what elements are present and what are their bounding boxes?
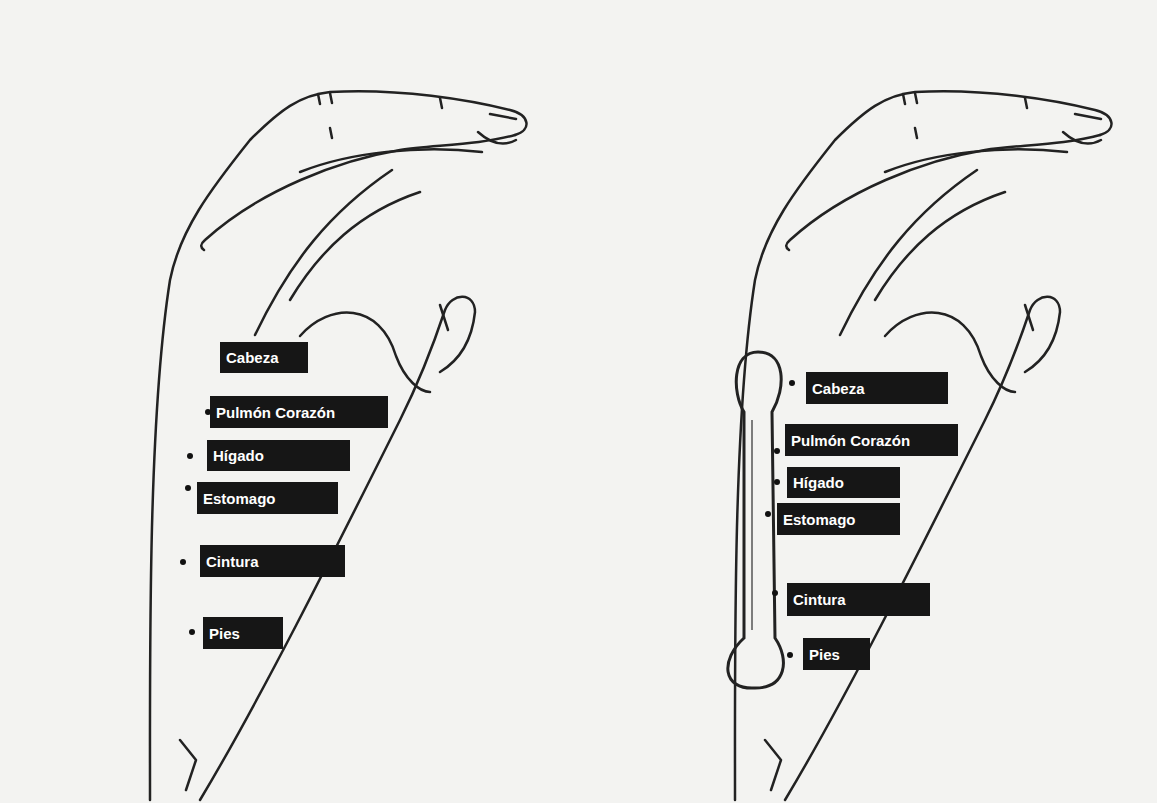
organ-label: Cabeza: [226, 349, 279, 366]
organ-label: Estomago: [783, 511, 856, 528]
organ-label: Pies: [809, 646, 840, 663]
label-box: Pulmón Corazón: [785, 424, 958, 456]
organ-label: Hígado: [793, 474, 844, 491]
label-box: Cintura: [200, 545, 345, 577]
organ-label: Hígado: [213, 447, 264, 464]
bone-outline: [728, 352, 784, 688]
organ-label: Pulmón Corazón: [216, 404, 335, 421]
label-box: Hígado: [787, 467, 900, 498]
organ-label: Cabeza: [812, 380, 865, 397]
label-box: Estomago: [197, 482, 338, 514]
organ-label: Pies: [209, 625, 240, 642]
organ-label: Cintura: [206, 553, 259, 570]
label-box: Pies: [803, 638, 870, 670]
label-box: Cabeza: [220, 342, 308, 373]
label-box: Pies: [203, 617, 283, 649]
label-box: Cintura: [787, 583, 930, 616]
label-box: Pulmón Corazón: [210, 396, 388, 428]
label-box: Cabeza: [806, 372, 948, 404]
label-box: Hígado: [207, 440, 350, 471]
organ-label: Pulmón Corazón: [791, 432, 910, 449]
organ-label: Estomago: [203, 490, 276, 507]
organ-label: Cintura: [793, 591, 846, 608]
label-box: Estomago: [777, 503, 900, 535]
